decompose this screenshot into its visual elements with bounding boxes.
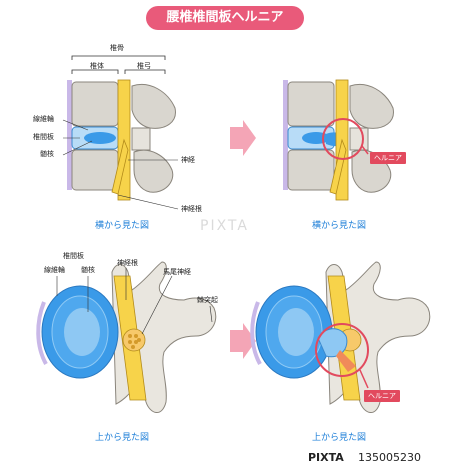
leader-cauda-b — [141, 275, 173, 335]
spinous-process-upper — [131, 84, 176, 129]
label-vertebral-body: 椎体 — [90, 62, 104, 70]
side-view-normal — [62, 55, 179, 210]
hernia-pointer-2 — [359, 369, 369, 389]
nucleus — [84, 132, 116, 144]
disc-nucleus — [64, 308, 100, 356]
hernia-tag-1: ヘルニア — [370, 152, 406, 164]
label-nucleus: 髄核 — [40, 150, 54, 158]
compressed-root — [336, 350, 356, 372]
spinous-process-upper-2 — [349, 84, 394, 129]
label-cauda-equina: 馬尾神経 — [163, 268, 191, 276]
cauda-equina — [122, 328, 146, 352]
vertebral-body-lower-2 — [287, 149, 335, 191]
vertebral-body-lower — [71, 149, 119, 191]
top-view-hernia — [250, 261, 431, 413]
footer-image-id: 135005230 — [358, 451, 421, 464]
vertebral-body-upper-2 — [287, 81, 335, 127]
vertebral-body-upper — [71, 81, 119, 127]
caption-side-view-2: 横から見た図 — [312, 221, 367, 231]
disc-nucleus-2 — [278, 308, 314, 356]
label-nerve-root-b: 神経根 — [117, 259, 138, 267]
ligament-edge — [67, 80, 72, 190]
leader-spinous-b — [209, 305, 213, 323]
caption-top-view-2: 上から見た図 — [312, 433, 367, 443]
arrow-right-bottom — [230, 323, 256, 359]
nucleus-2 — [302, 132, 330, 144]
label-nerve-root: 神経根 — [181, 205, 202, 213]
label-spinous-process: 棘突起 — [197, 296, 218, 304]
label-annulus: 線維輪 — [33, 115, 54, 123]
hernia-highlight-circle-2 — [315, 323, 369, 377]
facet-joint — [131, 127, 151, 151]
arrow-right-top — [230, 120, 256, 156]
hernia-tag-2: ヘルニア — [364, 390, 400, 402]
vertebra-bracket — [71, 55, 166, 60]
page-title: 腰椎椎間板ヘルニア — [146, 6, 304, 30]
label-nucleus-b: 髄核 — [81, 266, 95, 274]
leader-nucleus — [62, 140, 93, 156]
side-view-hernia — [283, 79, 394, 201]
ligament-edge-2 — [283, 80, 288, 190]
watermark: PIXTA — [200, 218, 249, 234]
label-disc: 椎間板 — [33, 133, 54, 141]
label-nerve: 神経 — [181, 156, 195, 164]
label-vertebra: 椎骨 — [110, 44, 124, 52]
leader-annulus — [62, 119, 89, 131]
disc-edge — [36, 301, 48, 365]
disc-edge-2 — [250, 301, 262, 365]
leader-nerve-root — [117, 194, 179, 210]
label-disc-b: 椎間板 — [63, 252, 84, 260]
hernia-highlight-circle — [322, 118, 364, 160]
label-vertebral-arch: 椎弓 — [137, 62, 151, 70]
footer-bar — [0, 449, 450, 469]
hernia-pointer — [361, 145, 369, 155]
facet-joint-2 — [349, 127, 369, 151]
nerve-root — [111, 138, 129, 195]
label-annulus-b: 線維輪 — [44, 266, 65, 274]
spinous-process-lower — [133, 149, 174, 193]
arch-bracket — [124, 69, 166, 74]
caption-top-view-1: 上から見た図 — [95, 433, 150, 443]
herniated-nucleus-top — [317, 328, 348, 358]
footer-brand: PIXTA — [308, 451, 344, 464]
caption-side-view-1: 横から見た図 — [95, 221, 150, 231]
nerve-root-2 — [329, 138, 347, 195]
top-view-normal — [36, 261, 217, 413]
body-bracket — [71, 69, 119, 74]
